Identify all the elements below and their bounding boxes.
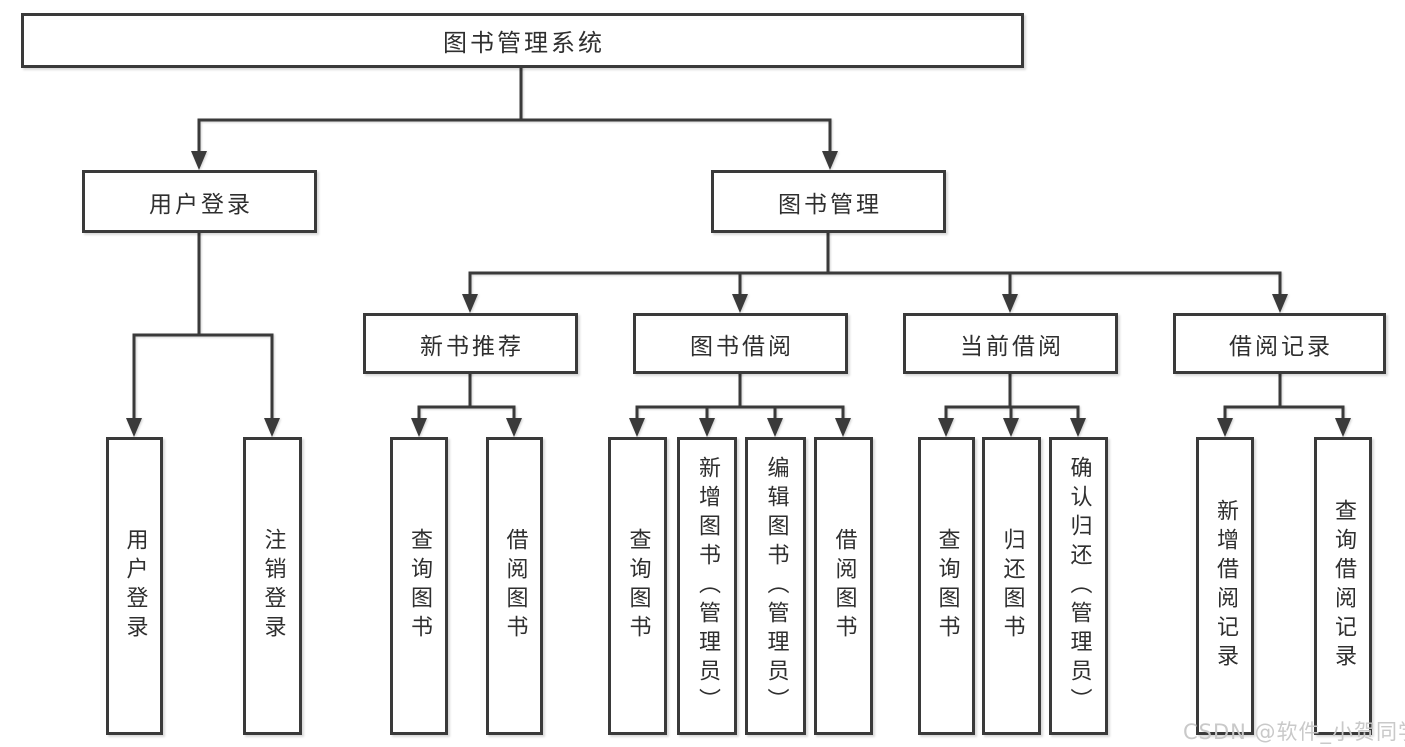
node-root-label: 图书管理系统 — [443, 29, 605, 57]
arrowhead — [462, 294, 478, 313]
node-leaf-return-books: 归还图书 — [982, 437, 1041, 735]
node-leaf-query-borrow-record-label: 查询借阅记录 — [1331, 499, 1356, 673]
arrowhead — [1272, 294, 1288, 313]
arrowhead — [1002, 294, 1018, 313]
branch-user-login — [132, 229, 274, 422]
node-leaf-edit-books-admin-label: 编辑图书（管理员） — [763, 455, 789, 717]
node-leaf-add-borrow-record-label: 新增借阅记录 — [1213, 499, 1238, 673]
node-leaf-confirm-return-admin: 确认归还（管理员） — [1049, 437, 1108, 735]
node-new-book-recommend: 新书推荐 — [363, 313, 578, 374]
branch-root — [197, 64, 832, 155]
node-leaf-edit-books-admin: 编辑图书（管理员） — [745, 437, 806, 735]
node-leaf-user-login: 用户登录 — [106, 437, 163, 735]
node-leaf-user-login-label: 用户登录 — [122, 528, 148, 644]
arrowhead — [699, 418, 715, 437]
node-leaf-query-books-recommend: 查询图书 — [390, 437, 448, 735]
arrowhead — [767, 418, 783, 437]
arrowhead — [264, 418, 280, 437]
node-user-login-label: 用户登录 — [149, 191, 253, 218]
arrowhead — [938, 418, 954, 437]
node-leaf-logout-label: 注销登录 — [260, 528, 286, 644]
node-leaf-query-books-recommend-label: 查询图书 — [407, 528, 432, 644]
arrowhead — [1217, 418, 1233, 437]
node-leaf-borrow-books-borrowing: 借阅图书 — [814, 437, 873, 735]
node-new-book-recommend-label: 新书推荐 — [420, 333, 524, 360]
branch-new-book-recommend — [417, 370, 516, 422]
node-leaf-confirm-return-admin-label: 确认归还（管理员） — [1066, 455, 1092, 717]
arrowhead — [126, 418, 142, 437]
node-borrowing-records: 借阅记录 — [1173, 313, 1386, 374]
arrowhead — [1335, 418, 1351, 437]
branch-current-borrowing — [944, 370, 1080, 422]
arrowhead — [411, 418, 427, 437]
node-leaf-query-books-current-label: 查询图书 — [934, 528, 960, 644]
node-leaf-borrow-books-borrowing-label: 借阅图书 — [831, 528, 857, 644]
node-current-borrowing: 当前借阅 — [903, 313, 1118, 374]
node-leaf-borrow-books-recommend-label: 借阅图书 — [502, 528, 528, 644]
node-leaf-query-borrow-record: 查询借阅记录 — [1314, 437, 1372, 735]
node-leaf-logout: 注销登录 — [243, 437, 302, 735]
csdn-watermark: CSDN @软件_小贺同学 — [1183, 720, 1405, 744]
branch-borrowing-records — [1223, 370, 1345, 422]
node-leaf-query-books-borrowing-label: 查询图书 — [625, 528, 651, 644]
node-book-management-label: 图书管理 — [778, 191, 882, 218]
arrowhead — [629, 418, 645, 437]
node-borrowing-records-label: 借阅记录 — [1229, 333, 1333, 360]
branch-book-management — [468, 229, 1282, 298]
arrowhead — [835, 418, 851, 437]
arrowhead — [1070, 418, 1086, 437]
node-book-borrowing-label: 图书借阅 — [690, 333, 794, 360]
node-root: 图书管理系统 — [21, 13, 1024, 68]
branch-book-borrowing — [635, 370, 845, 422]
node-leaf-query-books-borrowing: 查询图书 — [608, 437, 667, 735]
arrowhead — [822, 151, 838, 170]
node-book-management: 图书管理 — [711, 170, 946, 233]
node-leaf-add-books-admin-label: 新增图书（管理员） — [695, 455, 720, 717]
node-leaf-query-books-current: 查询图书 — [918, 437, 975, 735]
node-leaf-add-borrow-record: 新增借阅记录 — [1196, 437, 1254, 735]
node-book-borrowing: 图书借阅 — [633, 313, 848, 374]
node-leaf-borrow-books-recommend: 借阅图书 — [486, 437, 543, 735]
arrowhead — [1003, 418, 1019, 437]
node-user-login: 用户登录 — [82, 170, 317, 233]
node-leaf-return-books-label: 归还图书 — [999, 528, 1025, 644]
node-current-borrowing-label: 当前借阅 — [960, 333, 1064, 360]
arrowhead — [191, 151, 207, 170]
node-leaf-add-books-admin: 新增图书（管理员） — [677, 437, 737, 735]
arrowhead — [506, 418, 522, 437]
arrowhead — [732, 294, 748, 313]
